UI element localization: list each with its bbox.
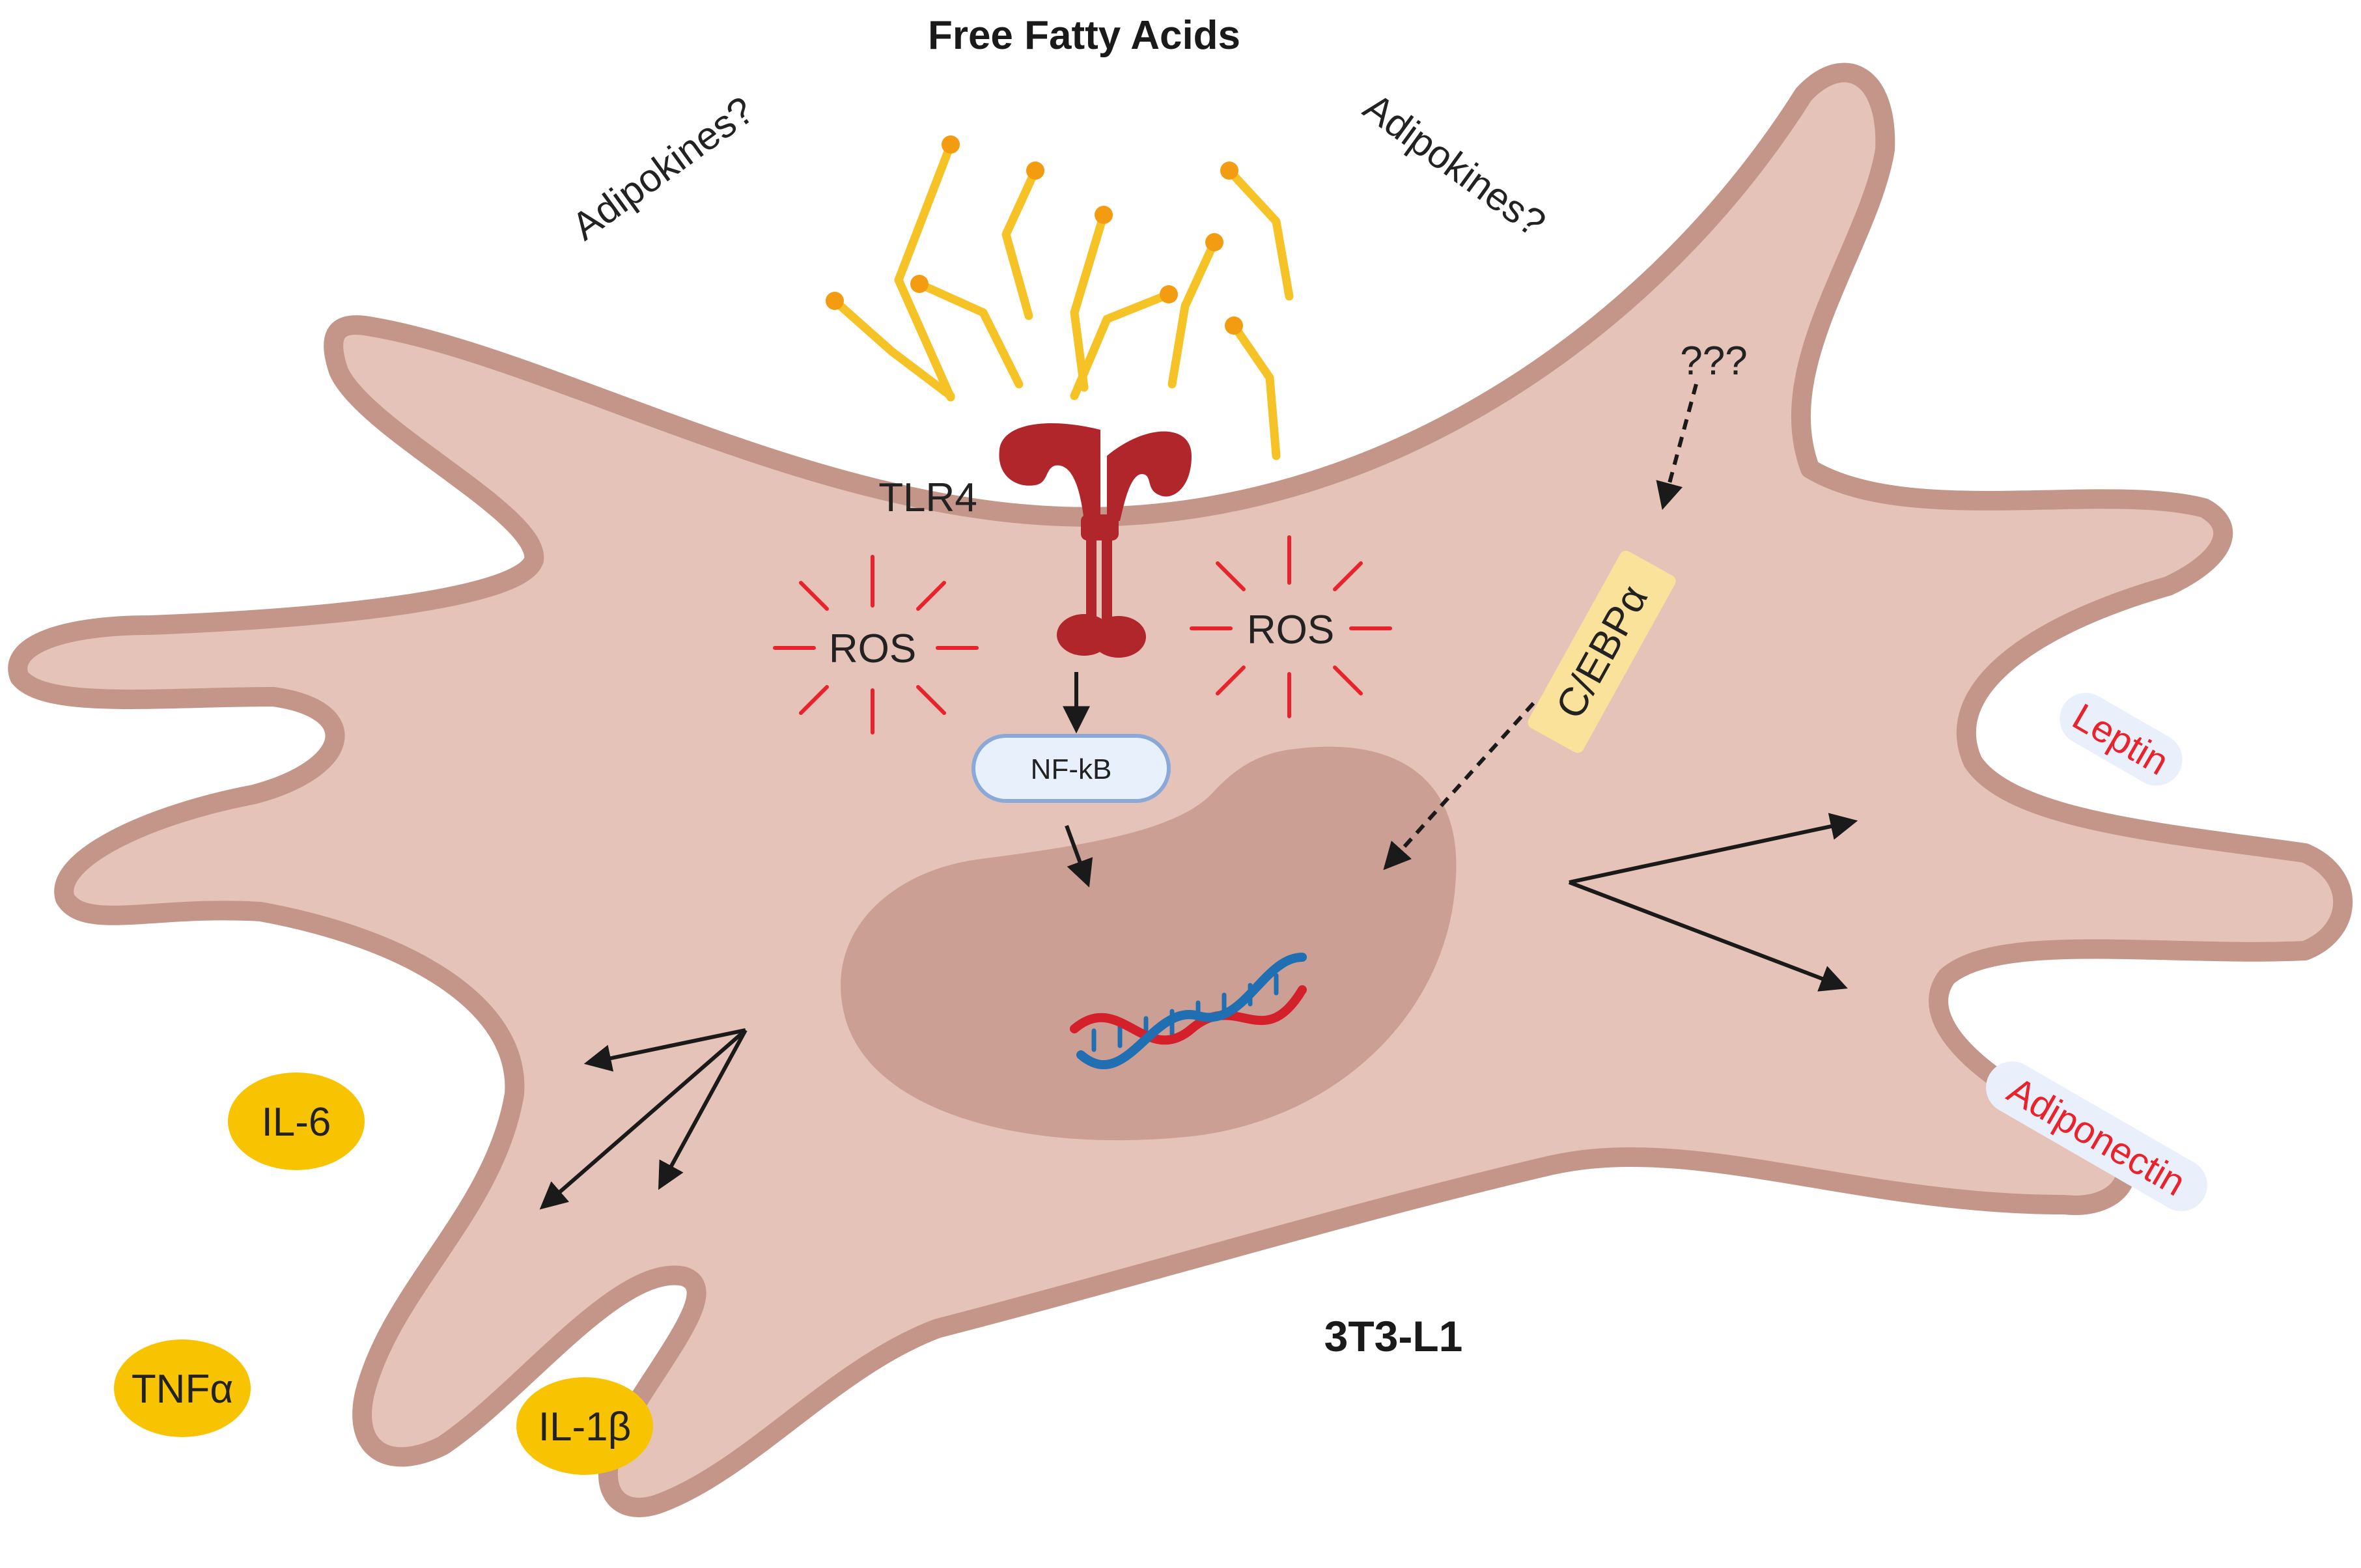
il6-oval [228,1072,365,1170]
adipokines-right-label: Adipokines? [1356,85,1554,245]
tlr4-label: TLR4 [878,475,977,520]
il6-label: IL-6 [262,1100,331,1145]
fatty-acid-icon [826,292,955,400]
fatty-acid-icon [1070,206,1113,392]
to-adiponectin-arrow [1568,880,1848,992]
tnfa-oval [114,1339,251,1437]
title-free-fatty-acids: Free Fatty Acids [928,13,1240,58]
ros-burst-icon [1190,535,1392,718]
nfkb-box [971,734,1171,803]
fatty-acids [826,135,1294,460]
adiponectin-badge [1986,1061,2207,1211]
dna-helix-icon [1070,953,1307,1069]
fatty-acid-icon [1167,233,1223,389]
il1b-label: IL-1β [538,1405,632,1449]
leptin-badge [2060,693,2183,786]
unknown-factor-label: ??? [1680,339,1747,384]
ros-left-label: ROS [829,626,916,671]
nfkb-label: NF-kB [1031,753,1112,785]
cebpa-box [1528,550,1676,753]
fatty-acid-icon [1001,161,1044,320]
fatty-acid-icon [894,135,960,402]
leptin-label: Leptin [2065,695,2175,783]
tnfa-label: TNFα [132,1367,233,1412]
to-leptin-arrow [1569,813,1858,884]
fatty-acid-icon [1070,285,1178,400]
il1b-oval [516,1377,653,1475]
ros-burst-icon [773,555,979,735]
nfkb-to-nucleus-arrow [1065,824,1093,888]
to-il1b-arrow [658,1029,747,1190]
adipokines-left-label: Adipokines? [564,88,762,248]
unknown-to-cebpa-arrow [1656,384,1698,511]
ros-right-label: ROS [1247,608,1334,652]
to-il6-arrow [583,1028,746,1072]
to-tnfa-arrow [539,1028,747,1210]
fatty-acid-icon [1220,161,1294,301]
arrows [539,384,1858,1210]
cebpa-to-nucleus-arrow [1383,701,1535,871]
cell-membrane [8,63,2353,1517]
nucleus [841,746,1457,1141]
fatty-acid-icon [910,275,1024,389]
tlr4-receptor-icon [999,423,1192,658]
fatty-acid-icon [1225,316,1281,460]
cell-line-label: 3T3-L1 [1324,1312,1463,1360]
